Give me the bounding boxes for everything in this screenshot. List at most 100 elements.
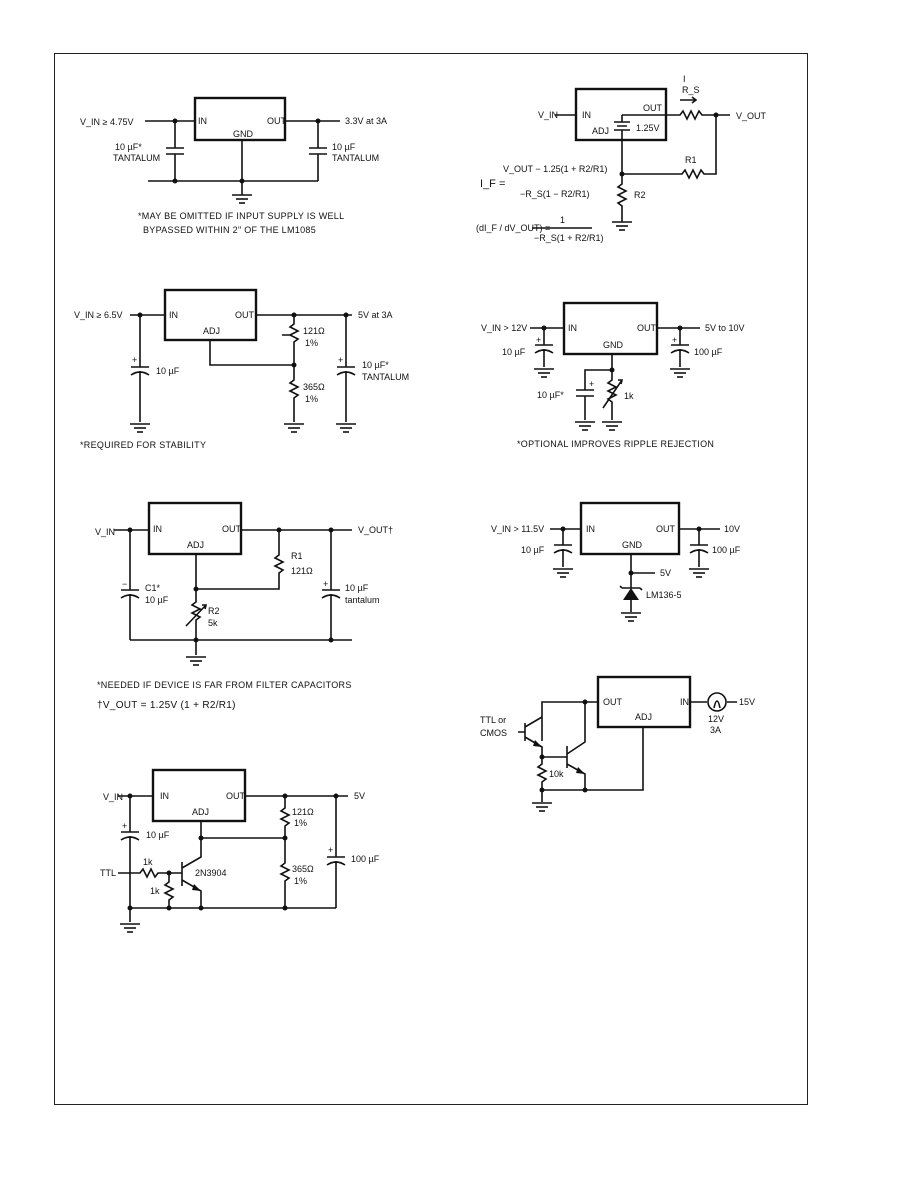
pin-adj: ADJ <box>203 326 220 336</box>
cadj-value: 10 µF* <box>537 390 564 400</box>
plus-sign: + <box>132 355 137 365</box>
ground-icon <box>531 802 553 812</box>
pin-adj: ADJ <box>592 126 609 136</box>
ground-icon <box>533 368 555 378</box>
cout-value: 10 µF <box>345 583 369 593</box>
note: *REQUIRED FOR STABILITY <box>80 440 206 450</box>
pin-out: OUT <box>226 791 246 801</box>
r2-value: 5k <box>208 618 218 628</box>
r1-name: R1 <box>291 551 303 561</box>
pin-in: IN <box>582 110 591 120</box>
eq2-lhs: (dI_F / dV_OUT) = <box>476 223 550 233</box>
cin-value: 10 µF <box>146 830 170 840</box>
plus-sign: + <box>323 579 328 589</box>
ttl-label: TTL <box>100 868 116 878</box>
ground-icon <box>574 421 596 431</box>
cin-value: 10 µF <box>521 545 545 555</box>
vin-label: V_IN <box>95 527 115 537</box>
ground-icon <box>185 656 207 666</box>
note1: *NEEDED IF DEVICE IS FAR FROM FILTER CAP… <box>97 680 352 690</box>
vout-label: 5V <box>354 791 365 801</box>
ground-icon <box>335 423 357 433</box>
pin-gnd: GND <box>233 129 254 139</box>
regulator-box <box>579 501 681 556</box>
circuit-zener-ref: IN OUT GND V_IN > 11.5V 10V 10 µF 100 µF… <box>491 501 741 622</box>
transistor-icon <box>518 702 586 757</box>
note: *OPTIONAL IMPROVES RIPPLE REJECTION <box>517 439 714 449</box>
pin-out: OUT <box>222 524 242 534</box>
zener-label: LM136-5 <box>646 590 682 600</box>
vin-label: V_IN ≥ 6.5V <box>74 310 122 320</box>
vout-label: V_OUT <box>736 111 767 121</box>
vout-label: 10V <box>724 524 740 534</box>
pin-adj: ADJ <box>192 807 209 817</box>
ground-icon <box>129 423 151 433</box>
ground-icon <box>231 194 253 204</box>
vin-label: V_IN > 12V <box>481 323 527 333</box>
pot-value: 1k <box>624 391 634 401</box>
r-bot-tol: 1% <box>294 876 307 886</box>
eq1-numerator: V_OUT − 1.25(1 + R2/R1) <box>503 164 607 174</box>
cin-type: TANTALUM <box>113 153 160 163</box>
eq1-denominator: −R_S(1 − R2/R1) <box>520 189 590 199</box>
r-top-tol: 1% <box>305 338 318 348</box>
r-bot-value: 365Ω <box>303 382 325 392</box>
pin-out: OUT <box>235 310 255 320</box>
pin-out: OUT <box>656 524 676 534</box>
plus-sign: + <box>672 335 677 345</box>
pin-in: IN <box>169 310 178 320</box>
pin-gnd: GND <box>622 540 643 550</box>
pin-out: OUT <box>603 697 623 707</box>
vin-label: V_IN <box>538 110 558 120</box>
plus-sign: + <box>122 821 127 831</box>
regulator-box <box>193 96 287 142</box>
r-bot-tol: 1% <box>305 394 318 404</box>
r-top-value: 121Ω <box>292 807 314 817</box>
r-top-value: 121Ω <box>303 326 325 336</box>
ground-icon <box>611 221 633 231</box>
eq1-lhs: I_F = <box>480 178 505 190</box>
cout-value: 10 µF <box>332 142 356 152</box>
plus-sign: + <box>589 379 594 389</box>
transistor-label: 2N3904 <box>195 868 227 878</box>
current-label: I <box>683 74 686 84</box>
vout-label: 3.3V at 3A <box>345 116 387 126</box>
vout-label: V_OUT† <box>358 525 393 535</box>
lamp-voltage: 12V <box>708 714 724 724</box>
cout-value: 100 µF <box>351 854 380 864</box>
r-shunt-label: 1k <box>150 886 160 896</box>
ref-voltage: 1.25V <box>636 123 660 133</box>
cout-value: 100 µF <box>694 347 723 357</box>
circuit-ripple-rejection: IN OUT GND V_IN > 12V 5V to 10V + 10 µF … <box>481 301 745 449</box>
lamp-icon <box>707 692 727 712</box>
cout-value: 100 µF <box>712 545 741 555</box>
r-series-label: 1k <box>143 857 153 867</box>
cin-value: 10 µF <box>156 366 180 376</box>
pin-adj: ADJ <box>635 712 652 722</box>
pin-adj: ADJ <box>187 540 204 550</box>
r2-name: R2 <box>208 606 220 616</box>
eq2-numerator: 1 <box>560 215 565 225</box>
lamp-current: 3A <box>710 725 721 735</box>
regulator-box <box>562 301 659 356</box>
note-line1: *MAY BE OMITTED IF INPUT SUPPLY IS WELL <box>138 211 344 221</box>
cout-type: tantalum <box>345 595 380 605</box>
pin-in: IN <box>586 524 595 534</box>
cout-value: 10 µF* <box>362 360 389 370</box>
ground-icon <box>688 568 710 578</box>
r2-label: R2 <box>634 190 646 200</box>
vin-label: V_IN <box>103 792 123 802</box>
circuit-current-source: IN OUT ADJ 1.25V V_IN R_S I V_OUT R1 R2 … <box>476 74 767 243</box>
pin-gnd: GND <box>603 340 624 350</box>
plus-sign: + <box>536 335 541 345</box>
input-label-2: CMOS <box>480 728 507 738</box>
eq2-denominator: −R_S(1 + R2/R1) <box>534 233 604 243</box>
cout-type: TANTALUM <box>332 153 379 163</box>
circuit-adjustable-vout: IN OUT ADJ V_IN V_OUT† − C1* 10 µF R1 12… <box>95 501 393 711</box>
r-label: 10k <box>549 769 564 779</box>
ground-icon <box>283 423 305 433</box>
ground-icon <box>620 612 642 622</box>
pin-out: OUT <box>637 323 657 333</box>
vout-label: 5V at 3A <box>358 310 393 320</box>
